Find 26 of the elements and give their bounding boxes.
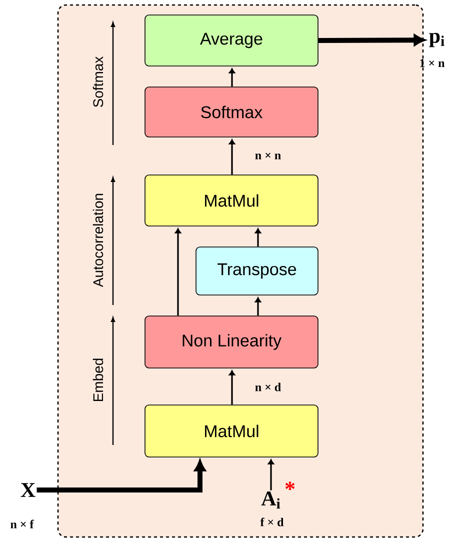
arrow	[228, 68, 236, 87]
arrow	[268, 459, 274, 490]
process-box: MatMul	[144, 174, 318, 226]
arrow	[318, 34, 425, 46]
variable-symbol: p$_{i}$	[429, 32, 444, 48]
process-box: Transpose	[196, 246, 318, 296]
arrow	[228, 370, 236, 405]
asterisk-mark: *	[285, 482, 295, 490]
dimension-label: f × d	[260, 518, 284, 526]
stage-label: Softmax	[92, 56, 104, 108]
process-box: MatMul	[144, 404, 318, 458]
process-box: Non Linearity	[144, 316, 318, 368]
arrow	[174, 228, 182, 316]
arrow	[254, 297, 262, 316]
process-box: Softmax	[144, 86, 318, 138]
edge-label: n × n	[255, 152, 281, 160]
variable-symbol: X	[20, 483, 36, 497]
stage-label: Embed	[92, 358, 104, 402]
arrow	[36, 460, 206, 492]
arrow	[228, 139, 236, 175]
process-box: Average	[144, 14, 318, 66]
edge-label: n × d	[255, 382, 281, 392]
dimension-label: n × f	[10, 520, 34, 528]
variable-symbol: A$_{i}$	[261, 492, 280, 508]
arrow	[254, 228, 262, 247]
stage-label: Autocorrelation	[92, 194, 104, 288]
